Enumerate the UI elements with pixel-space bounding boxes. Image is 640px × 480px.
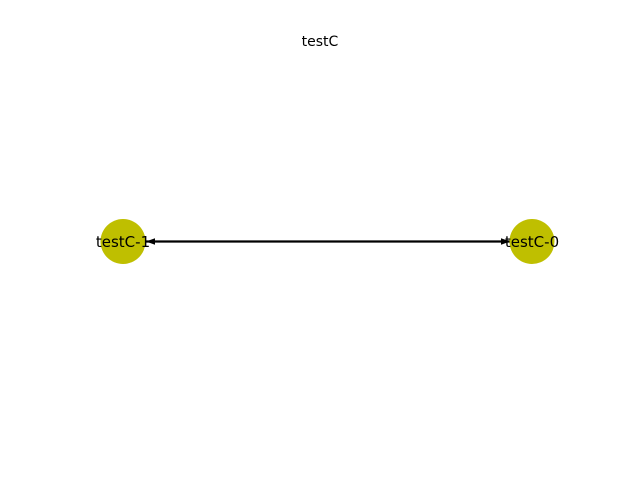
node-testC-0[interactable]: testC-0 <box>505 219 559 264</box>
node-label: testC-1 <box>96 233 150 251</box>
node-circle <box>509 219 555 264</box>
edge-testC-0-testC-1 <box>146 238 510 245</box>
node-label: testC-0 <box>505 233 559 251</box>
node-testC-1[interactable]: testC-1 <box>96 219 150 264</box>
edge-arrowhead-left <box>146 238 155 245</box>
graph-title: testC <box>301 34 339 50</box>
edge-arrowhead-right <box>501 238 510 245</box>
node-circle <box>100 219 146 264</box>
